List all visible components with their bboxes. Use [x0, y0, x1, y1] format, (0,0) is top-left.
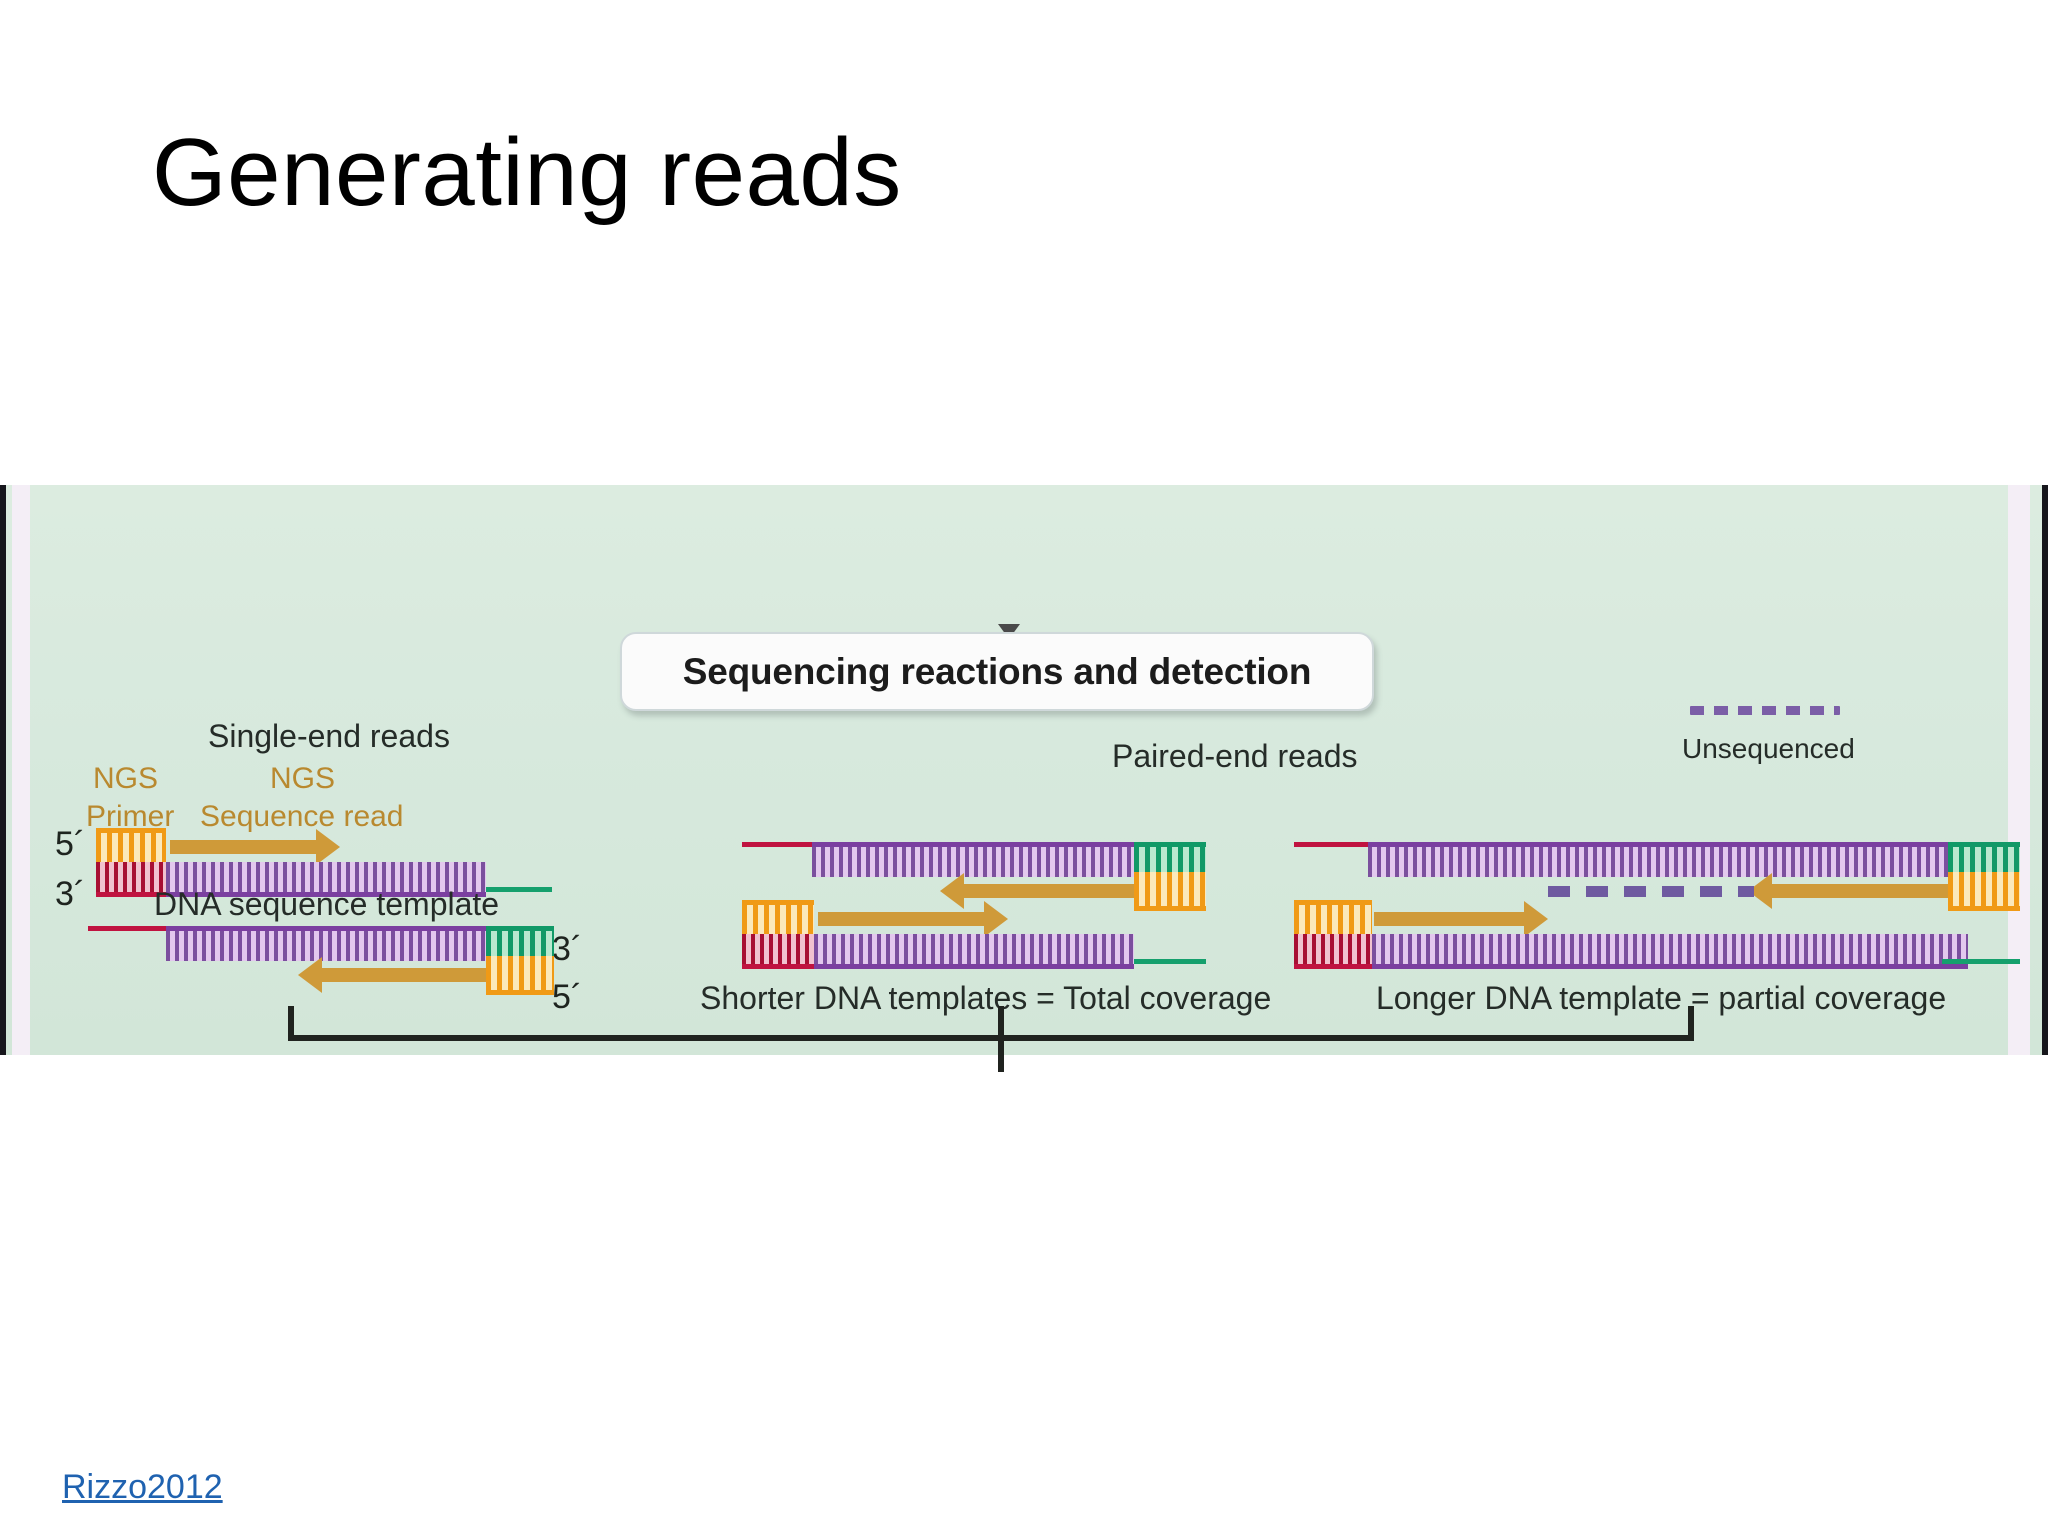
- figure-left-margin: [12, 485, 30, 1055]
- slide-left-edge-rule: [0, 485, 6, 1055]
- single-end-heading: Single-end reads: [208, 718, 450, 754]
- slide-right-edge-rule: [2042, 485, 2048, 1055]
- unsequenced-legend-icon: [1690, 706, 1840, 715]
- p2-upper-template-duplex: [812, 842, 1134, 877]
- p1-primer-block: [96, 828, 166, 867]
- p1-lower-read-arrow: [298, 957, 486, 993]
- p2-upper-read-arrow: [940, 873, 1134, 909]
- p1-crimson-adapter: [96, 862, 166, 897]
- bracket-right-tick: [1688, 1006, 1694, 1038]
- p3-lower-crimson-adapter: [1294, 934, 1372, 969]
- callout-sequencing-reactions: Sequencing reactions and detection: [620, 632, 1374, 711]
- p3-unsequenced-gap: [1548, 886, 1754, 897]
- p3-upper-crimson-line: [1294, 842, 1400, 847]
- p3-lower-green-line: [1942, 959, 2020, 964]
- ngs-primer-label-line2: Primer: [86, 800, 175, 833]
- p2-lower-crimson-adapter: [742, 934, 814, 969]
- p2-upper-primer-block: [1134, 872, 1206, 911]
- p1-bottom-strand-5prime-label: 5´: [552, 978, 583, 1016]
- p1-top-strand-3prime-label: 3´: [55, 875, 86, 913]
- p1-sequence-read-arrow: [170, 829, 340, 865]
- ngs-sequence-read-label-line1: NGS: [270, 762, 336, 795]
- p2-lower-primer-block: [742, 900, 814, 939]
- p1-lower-green-adapter: [486, 926, 554, 961]
- p2-lower-template-duplex: [814, 934, 1134, 969]
- p2-upper-crimson-line: [742, 842, 848, 847]
- p1-template-caption: DNA sequence template: [154, 886, 500, 922]
- p3-lower-read-arrow: [1374, 901, 1548, 937]
- p3-upper-green-adapter: [1948, 842, 2020, 877]
- bracket-horizontal-bar: [288, 1035, 1694, 1041]
- p1-lower-crimson-line: [88, 926, 168, 931]
- bracket-left-tick: [288, 1006, 294, 1038]
- figure-right-margin: [2008, 485, 2030, 1055]
- p3-upper-read-arrow: [1748, 873, 1948, 909]
- source-citation-link[interactable]: Rizzo2012: [62, 1468, 223, 1506]
- callout-title: Sequencing reactions and detection: [682, 650, 1312, 692]
- p3-lower-template-duplex: [1372, 934, 1968, 969]
- p1-green-adapter-line: [486, 887, 552, 892]
- page-title: Generating reads: [152, 119, 902, 226]
- ngs-primer-label-line1: NGS: [93, 762, 159, 795]
- p1-template-duplex: [166, 862, 486, 897]
- p3-upper-template-duplex: [1368, 842, 1964, 877]
- bracket-stem: [998, 1006, 1004, 1072]
- p1-top-strand-5prime-label: 5´: [55, 825, 86, 863]
- p1-lower-template-duplex: [166, 926, 486, 961]
- p1-bottom-strand-3prime-label: 3´: [552, 930, 583, 968]
- paired-end-heading: Paired-end reads: [1112, 738, 1358, 774]
- p3-caption: Longer DNA template = partial coverage: [1376, 980, 1947, 1016]
- ngs-sequence-read-label-line2: Sequence read: [200, 800, 404, 833]
- p1-lower-primer-block: [486, 956, 554, 995]
- p2-lower-green-line: [1134, 959, 1206, 964]
- unsequenced-legend-label: Unsequenced: [1682, 733, 1855, 764]
- p3-lower-primer-block: [1294, 900, 1372, 939]
- p2-caption: Shorter DNA templates = Total coverage: [700, 980, 1272, 1016]
- p2-upper-green-adapter: [1134, 842, 1206, 877]
- p3-upper-primer-block: [1948, 872, 2020, 911]
- p2-lower-read-arrow: [818, 901, 1008, 937]
